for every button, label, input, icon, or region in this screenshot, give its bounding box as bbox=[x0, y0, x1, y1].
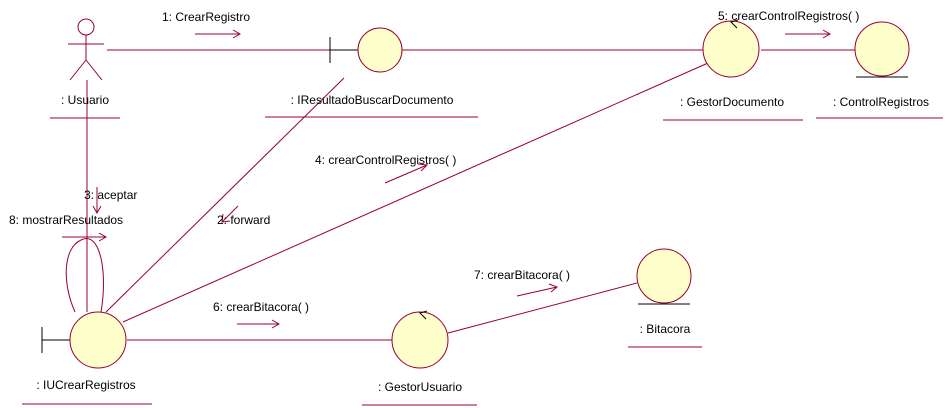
usuario-label: : Usuario bbox=[61, 93, 109, 107]
message-3-label: 3: aceptar bbox=[84, 188, 137, 202]
actor-usuario[interactable]: : Usuario bbox=[50, 18, 120, 119]
arrow-m1 bbox=[195, 29, 242, 39]
link-gestordocumento-iucrear bbox=[122, 62, 709, 323]
message-labels: 1: CrearRegistro 5: crearControlRegistro… bbox=[9, 9, 859, 314]
controlregistros-label: : ControlRegistros bbox=[833, 95, 929, 109]
object-iresultadobuscardocumento[interactable]: : IResultadoBuscarDocumento bbox=[265, 27, 478, 118]
control-icon bbox=[702, 19, 760, 78]
iucrear-label: : IUCrearRegistros bbox=[36, 378, 135, 392]
object-gestordocumento[interactable]: : GestorDocumento bbox=[663, 19, 803, 121]
object-iucrearregistros[interactable]: : IUCrearRegistros bbox=[22, 311, 152, 405]
iresultado-label: : IResultadoBuscarDocumento bbox=[291, 93, 454, 107]
message-7-label: 7: crearBitacora( ) bbox=[474, 268, 570, 282]
message-arrows bbox=[62, 29, 832, 329]
arrow-m7 bbox=[516, 283, 558, 297]
gestordocumento-label: : GestorDocumento bbox=[680, 95, 784, 109]
arrow-m6 bbox=[237, 319, 281, 329]
links bbox=[65, 49, 855, 341]
message-1-label: 1: CrearRegistro bbox=[162, 10, 250, 24]
arrow-m8 bbox=[62, 232, 108, 242]
message-5-label: 5: crearControlRegistros( ) bbox=[718, 9, 859, 23]
boundary-icon bbox=[329, 27, 403, 73]
control-icon bbox=[391, 310, 449, 369]
boundary-icon bbox=[41, 311, 127, 369]
arrow-m3 bbox=[92, 187, 102, 215]
object-controlregistros[interactable]: : ControlRegistros bbox=[816, 21, 943, 119]
message-8-label: 8: mostrarResultados bbox=[9, 213, 123, 227]
message-2-label: 2: forward bbox=[217, 213, 270, 227]
entity-icon bbox=[636, 248, 692, 305]
arrow-m2 bbox=[221, 205, 239, 223]
object-bitacora[interactable]: : Bitacora bbox=[628, 248, 702, 348]
stick-figure-icon bbox=[68, 18, 104, 81]
message-6-label: 6: crearBitacora( ) bbox=[213, 300, 309, 314]
gestorusuario-label: : GestorUsuario bbox=[378, 380, 462, 394]
link-gestorusuario-bitacora bbox=[447, 282, 638, 334]
bitacora-label: : Bitacora bbox=[640, 322, 691, 336]
arrow-m5 bbox=[785, 29, 832, 39]
link-iucrear-self bbox=[65, 238, 104, 313]
message-4-label: 4: crearControlRegistros( ) bbox=[315, 153, 456, 167]
object-gestorusuario[interactable]: : GestorUsuario bbox=[362, 310, 477, 406]
entity-icon bbox=[854, 21, 910, 78]
arrow-m4 bbox=[384, 163, 429, 184]
